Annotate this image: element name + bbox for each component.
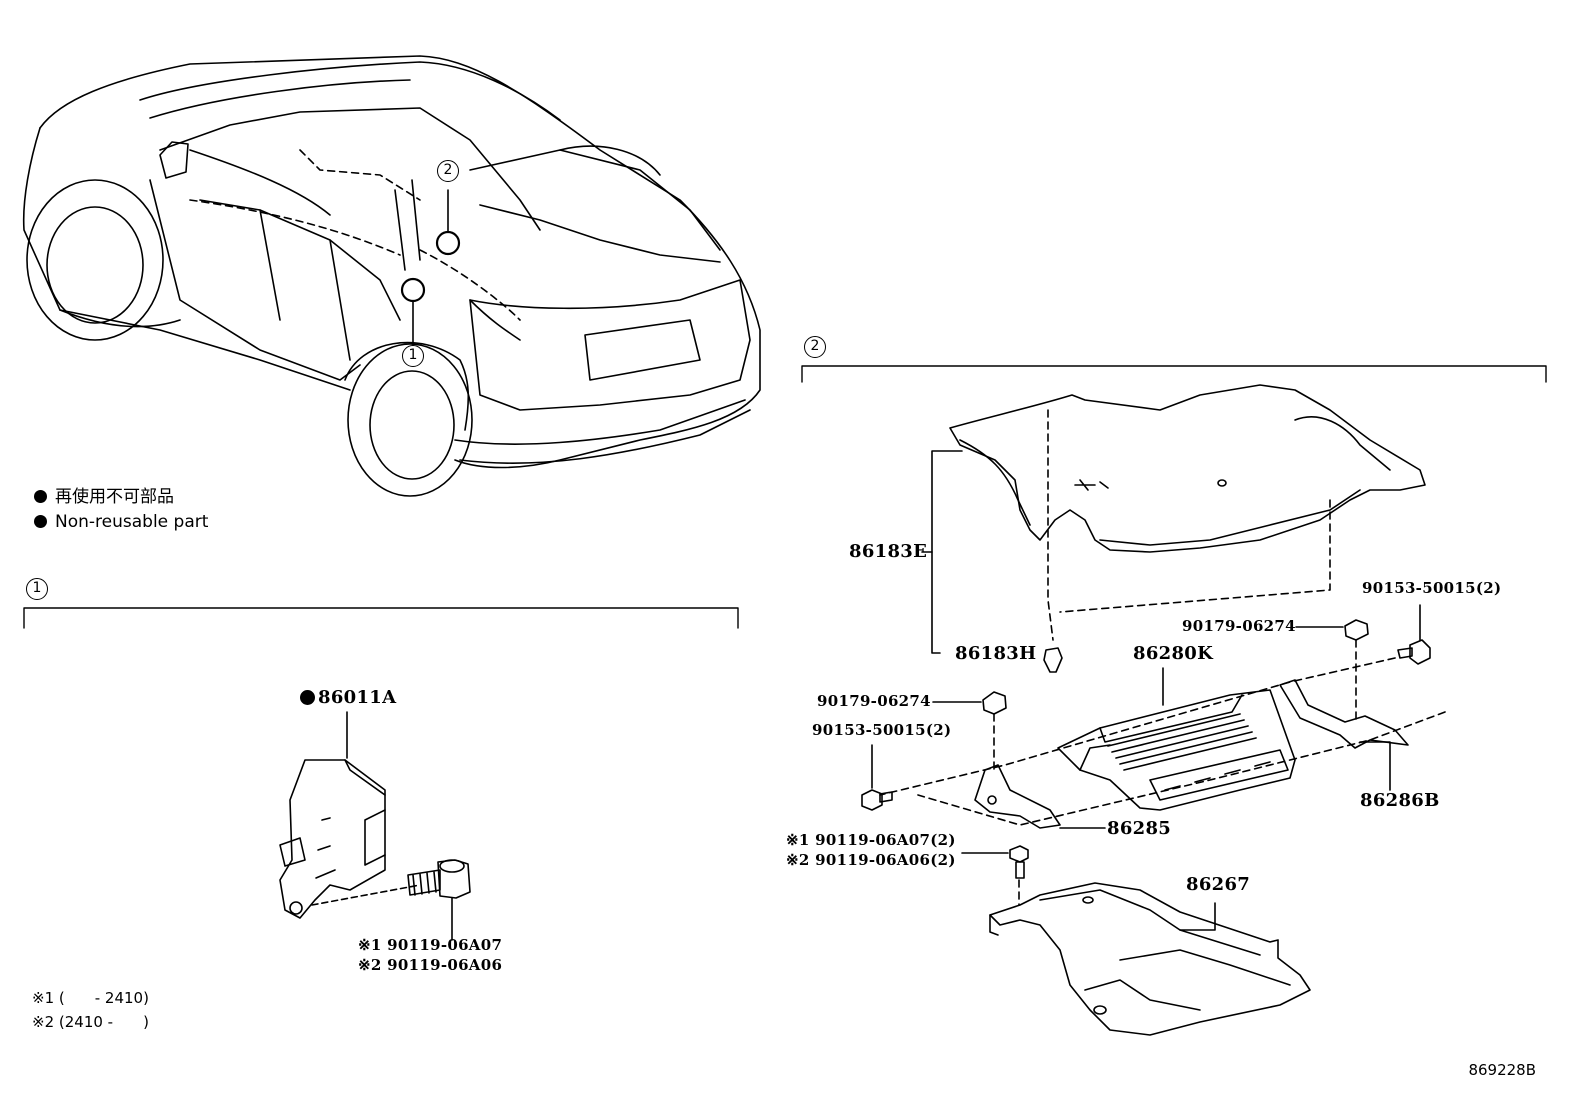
part-label-90119-06A07: ※1 90119-06A07 [358,936,503,954]
non-reusable-dot-icon [34,490,47,503]
part-label-86183E: 86183E [849,541,928,562]
part-label-86286B: 86286B [1360,790,1440,811]
footnote-1: ※1 ( - 2410) [32,989,149,1007]
part-label-90179-06274-left: 90179-06274 [817,692,931,710]
section-1-marker: 1 [26,578,48,600]
section-2-frame [801,365,1547,383]
part-label-90153-50015-top: 90153-50015(2) [1362,579,1502,597]
legend-en-text: Non-reusable part [55,512,209,532]
part-label-86280K: 86280K [1133,643,1214,664]
section-2-marker: 2 [804,336,826,358]
part-label-90119-06A06-bottom: ※2 90119-06A06(2) [786,851,956,869]
section-2-parts [861,384,1446,1036]
part-label-86267: 86267 [1186,874,1251,895]
footnote-2: ※2 (2410 - ) [32,1013,149,1031]
legend-jp-text: 再使用不可部品 [55,487,174,507]
callout-2-marker: 2 [437,160,459,182]
non-reusable-dot-icon [300,690,315,705]
part-label-86183H: 86183H [955,643,1037,664]
part-label-86285: 86285 [1107,818,1172,839]
section-1-parts [279,711,471,941]
non-reusable-dot-icon [34,515,47,528]
part-label-86011A: 86011A [300,689,396,707]
callout-1-marker: 1 [402,345,424,367]
part-label-90119-06A06: ※2 90119-06A06 [358,956,503,974]
part-label-90179-06274-top: 90179-06274 [1182,617,1296,635]
legend-jp: 再使用不可部品 [34,489,174,506]
part-label-90119-06A07-bottom: ※1 90119-06A07(2) [786,831,956,849]
vehicle-illustration [22,55,761,497]
diagram-ref-code: 869228B [1468,1061,1536,1079]
legend-en: Non-reusable part [34,514,208,531]
part-label-90153-50015-left: 90153-50015(2) [812,721,952,739]
section-1-frame [23,607,739,629]
